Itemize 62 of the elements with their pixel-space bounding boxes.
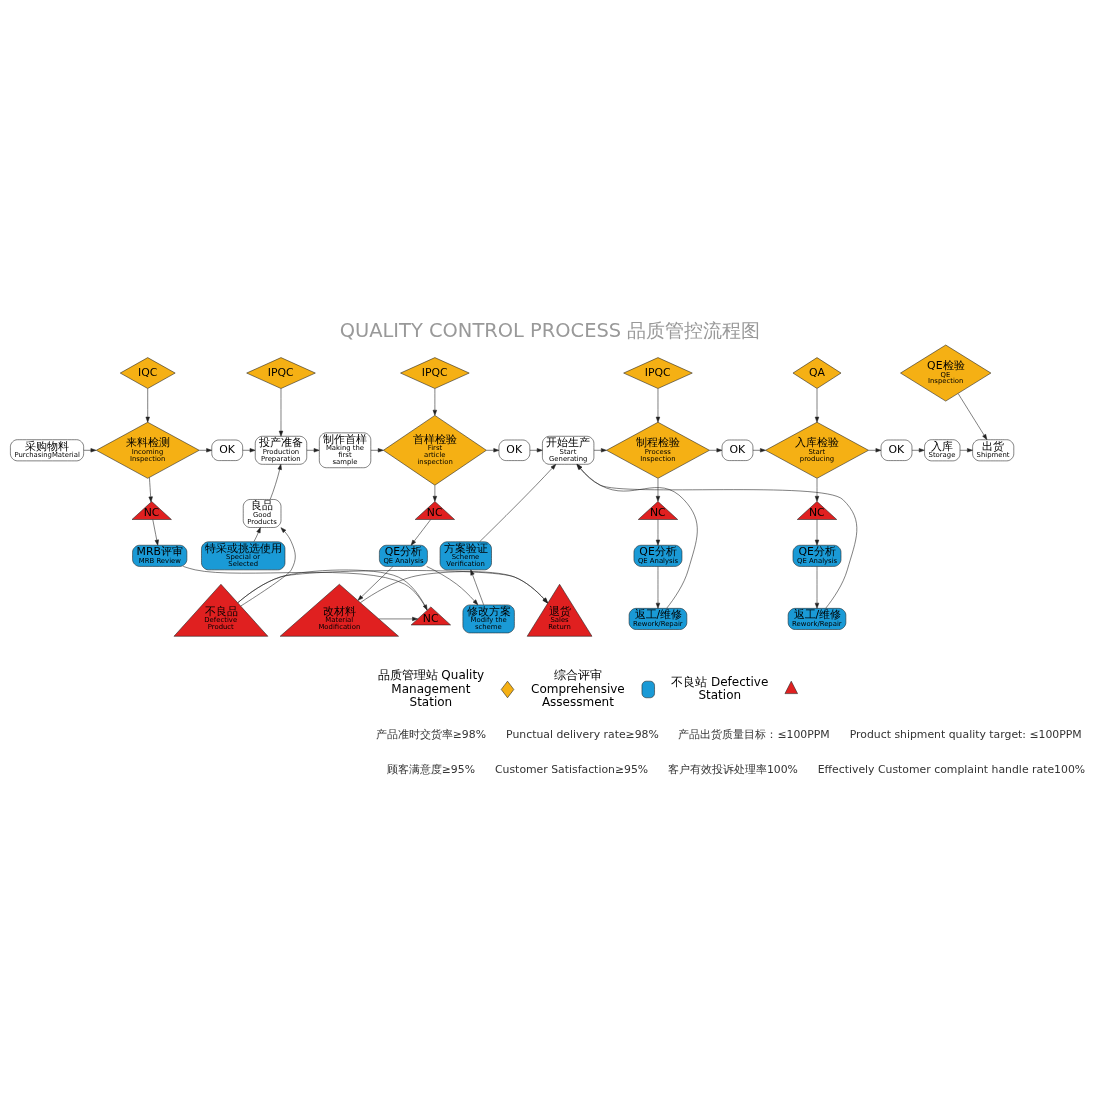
arrow xyxy=(148,477,153,503)
arrow xyxy=(868,448,882,453)
legend-label: 品质管理站 Quality Management Station xyxy=(377,668,485,709)
arrow xyxy=(814,566,820,609)
arrow xyxy=(470,569,484,605)
arrow xyxy=(655,478,661,502)
arrow xyxy=(486,448,500,453)
arrow xyxy=(269,464,282,500)
arrow xyxy=(240,527,296,607)
arrow xyxy=(237,570,548,604)
arrow xyxy=(378,616,418,621)
label: 客户有效投诉处理率100% xyxy=(667,763,798,777)
node-box: OK xyxy=(880,439,913,461)
node-box: OK xyxy=(498,439,531,461)
arrow xyxy=(278,388,284,437)
arrow xyxy=(242,448,256,453)
label: Effectively Customer complaint handle rate100% xyxy=(817,763,1086,777)
arrow xyxy=(752,448,766,453)
arrow xyxy=(370,448,384,453)
arrow xyxy=(432,388,437,416)
arrow xyxy=(479,464,557,542)
label: 产品准时交货率≥98% xyxy=(375,728,486,742)
legend-label: 综合评审 Comprehensive Assessment xyxy=(531,668,625,709)
diagram-title: QUALITY CONTROL PROCESS 品质管控流程图 xyxy=(339,319,761,343)
node-diamond: IPQC xyxy=(400,357,470,389)
arrow xyxy=(529,448,543,453)
arrow xyxy=(237,569,428,611)
label: Customer Satisfaction≥95% xyxy=(495,763,649,777)
legend-label: 不良站 Defective Station xyxy=(671,674,769,703)
arrow xyxy=(253,527,261,542)
label: Punctual delivery rate≥98% xyxy=(506,728,659,742)
arrow xyxy=(593,448,607,453)
node-diamond: IQC xyxy=(119,357,176,389)
arrow xyxy=(814,519,820,546)
connector xyxy=(183,566,428,611)
arrow xyxy=(145,388,150,423)
arrow xyxy=(357,566,394,601)
arrow xyxy=(83,448,97,453)
arrow xyxy=(655,388,661,423)
label: 产品出货质量目标：≤100PPM xyxy=(678,728,830,742)
node-diamond: IPQC xyxy=(623,357,693,389)
arrow xyxy=(957,393,988,440)
arrow xyxy=(360,571,548,604)
arrow xyxy=(306,448,320,453)
node-diamond: IPQC xyxy=(246,357,316,389)
arrow xyxy=(410,519,431,546)
arrow xyxy=(709,448,723,453)
node-box: OK xyxy=(211,439,243,461)
node-box: OK xyxy=(721,439,754,461)
node-diamond: QA xyxy=(792,357,842,389)
arrow xyxy=(655,566,661,609)
arrow xyxy=(152,519,159,546)
arrow xyxy=(814,478,820,502)
arrow xyxy=(426,566,479,606)
arrow xyxy=(911,448,925,453)
label: 顾客满意度≥95% xyxy=(386,763,475,777)
arrow xyxy=(814,388,820,423)
arrow xyxy=(432,485,437,502)
label: Product shipment quality target: ≤100PPM xyxy=(849,728,1082,742)
arrow xyxy=(959,448,973,453)
arrow xyxy=(199,448,212,453)
arrow xyxy=(655,519,661,546)
